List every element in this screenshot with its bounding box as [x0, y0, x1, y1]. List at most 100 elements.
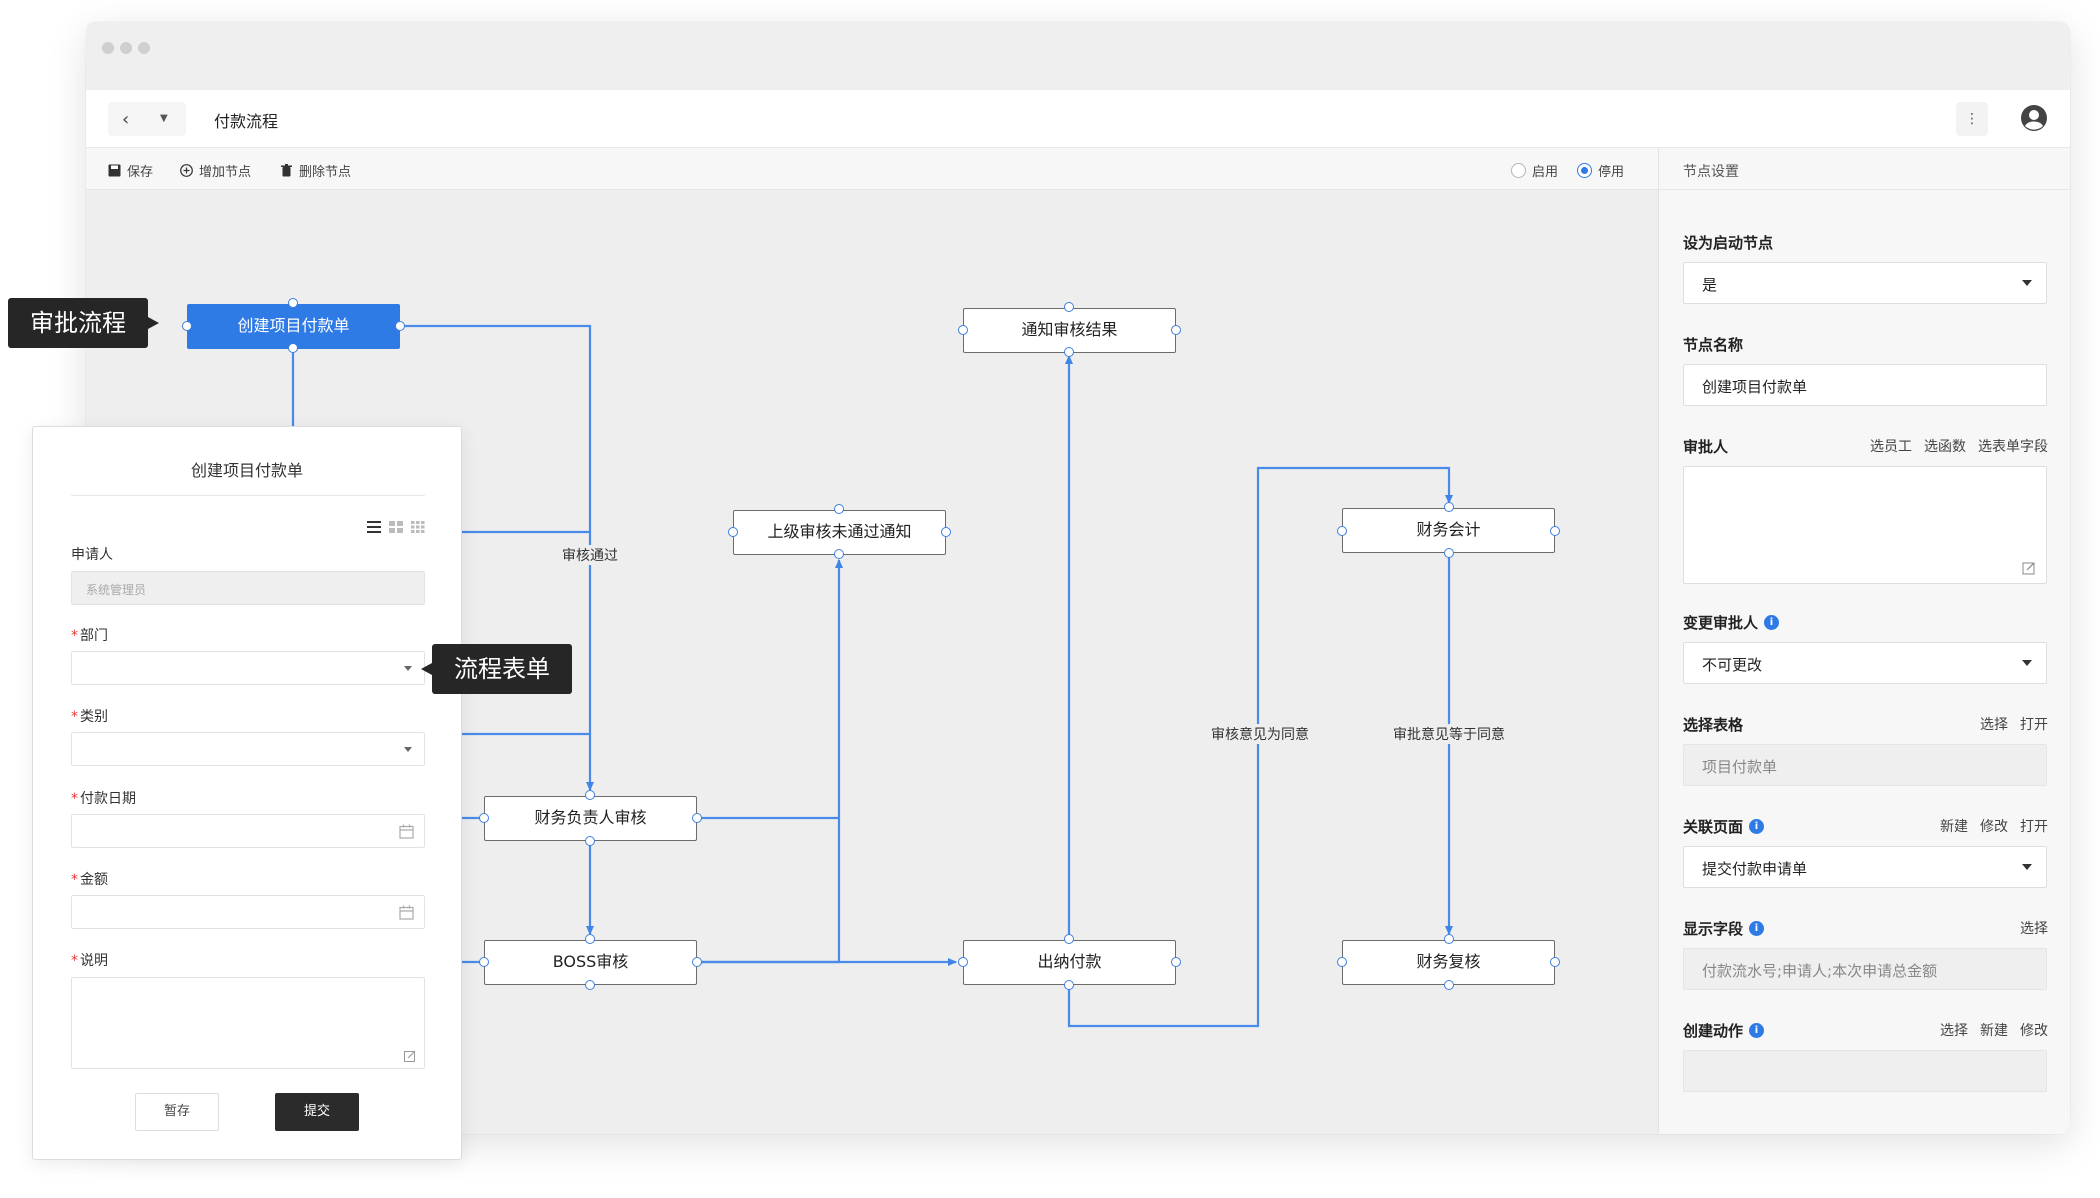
related-page-new-link[interactable]: 新建: [1940, 819, 1968, 835]
select-table-field[interactable]: 项目付款单: [1683, 744, 2047, 786]
port[interactable]: [1444, 980, 1454, 990]
select-table-choose-link[interactable]: 选择: [1980, 717, 2008, 733]
port[interactable]: [1444, 548, 1454, 558]
chevron-down-icon: [2022, 864, 2032, 870]
port[interactable]: [479, 813, 489, 823]
approver-links: 选员工 选函数 选表单字段: [1870, 436, 2048, 456]
grid-view-icon[interactable]: [389, 521, 403, 533]
related-page-edit-link[interactable]: 修改: [1980, 819, 2008, 835]
port[interactable]: [1550, 957, 1560, 967]
window-close-dot[interactable]: [102, 42, 114, 54]
enable-radio[interactable]: 启用: [1511, 161, 1558, 180]
port[interactable]: [692, 813, 702, 823]
port[interactable]: [958, 957, 968, 967]
port[interactable]: [1171, 957, 1181, 967]
calendar-icon[interactable]: [399, 824, 414, 839]
flow-node-recheck[interactable]: 财务复核: [1342, 940, 1555, 985]
add-node-label: 增加节点: [199, 165, 252, 180]
create-action-new-link[interactable]: 新建: [1980, 1023, 2008, 1039]
node-settings-panel: 节点设置 设为启动节点 是 节点名称 创建项目付款单 审批人 选员工 选函数 选…: [1658, 148, 2070, 1134]
flow-node-notify-result[interactable]: 通知审核结果: [963, 308, 1176, 353]
port[interactable]: [958, 325, 968, 335]
amount-input[interactable]: [71, 895, 425, 929]
port[interactable]: [1064, 934, 1074, 944]
port[interactable]: [941, 527, 951, 537]
port[interactable]: [1550, 526, 1560, 536]
delete-node-button[interactable]: 删除节点: [280, 161, 351, 180]
info-icon[interactable]: i: [1749, 819, 1765, 834]
change-approver-select[interactable]: 不可更改: [1683, 642, 2047, 684]
create-action-choose-link[interactable]: 选择: [1940, 1023, 1968, 1039]
app-header: ‹ ▼ 付款流程 ⋮: [86, 90, 2070, 148]
create-action-edit-link[interactable]: 修改: [2020, 1023, 2048, 1039]
port[interactable]: [182, 321, 192, 331]
remark-textarea[interactable]: [71, 977, 425, 1069]
window-minimize-dot[interactable]: [120, 42, 132, 54]
port[interactable]: [834, 504, 844, 514]
calendar-icon[interactable]: [399, 905, 414, 920]
category-select[interactable]: [71, 732, 425, 766]
window-zoom-dot[interactable]: [138, 42, 150, 54]
port[interactable]: [728, 527, 738, 537]
save-draft-button[interactable]: 暂存: [135, 1093, 219, 1131]
list-view-icon[interactable]: [367, 521, 381, 533]
more-icon[interactable]: ⋮: [1956, 102, 1988, 136]
edit-icon[interactable]: [404, 1050, 416, 1062]
dropdown-icon[interactable]: ▼: [160, 113, 168, 124]
flow-node-boss[interactable]: BOSS审核: [484, 940, 697, 985]
display-fields-links: 选择: [2020, 918, 2048, 938]
pay-date-input[interactable]: [71, 814, 425, 848]
start-node-select[interactable]: 是: [1683, 262, 2047, 304]
select-form-field-link[interactable]: 选表单字段: [1978, 439, 2048, 455]
edit-icon[interactable]: [2022, 561, 2036, 575]
port[interactable]: [288, 343, 298, 353]
port[interactable]: [585, 790, 595, 800]
port[interactable]: [288, 298, 298, 308]
port[interactable]: [692, 957, 702, 967]
port[interactable]: [1337, 957, 1347, 967]
related-page-select[interactable]: 提交付款申请单: [1683, 846, 2047, 888]
flow-node-accountant[interactable]: 财务会计: [1342, 508, 1555, 553]
port[interactable]: [479, 957, 489, 967]
user-icon[interactable]: [2020, 104, 2048, 132]
panel-header: 节点设置: [1659, 148, 2070, 190]
flow-node-cashier[interactable]: 出纳付款: [963, 940, 1176, 985]
add-node-button[interactable]: 增加节点: [180, 161, 251, 180]
flow-node-finance-head[interactable]: 财务负责人审核: [484, 796, 697, 841]
submit-button[interactable]: 提交: [275, 1093, 359, 1131]
port[interactable]: [395, 321, 405, 331]
port[interactable]: [585, 836, 595, 846]
info-icon[interactable]: i: [1764, 615, 1780, 630]
select-function-link[interactable]: 选函数: [1924, 439, 1966, 455]
grid-view-icon[interactable]: [411, 521, 425, 533]
port[interactable]: [1064, 347, 1074, 357]
create-action-field[interactable]: [1683, 1050, 2047, 1092]
flow-node-cashier-label: 出纳付款: [1037, 952, 1102, 971]
flow-node-superior-reject[interactable]: 上级审核未通过通知: [733, 510, 946, 555]
approver-textarea[interactable]: [1683, 466, 2047, 584]
port[interactable]: [1064, 302, 1074, 312]
port[interactable]: [1064, 980, 1074, 990]
port[interactable]: [834, 549, 844, 559]
select-table-open-link[interactable]: 打开: [2020, 717, 2048, 733]
port[interactable]: [585, 980, 595, 990]
callout-approval-flow-text: 审批流程: [30, 309, 126, 337]
display-fields-choose-link[interactable]: 选择: [2020, 921, 2048, 937]
department-select[interactable]: [71, 651, 425, 685]
port[interactable]: [1444, 934, 1454, 944]
select-employee-link[interactable]: 选员工: [1870, 439, 1912, 455]
disable-radio[interactable]: 停用: [1577, 161, 1624, 180]
info-icon[interactable]: i: [1749, 1023, 1765, 1038]
display-fields-field[interactable]: 付款流水号;申请人;本次申请总金额: [1683, 948, 2047, 990]
save-button[interactable]: 保存: [108, 161, 153, 180]
port[interactable]: [1337, 526, 1347, 536]
port[interactable]: [1171, 325, 1181, 335]
related-page-open-link[interactable]: 打开: [2020, 819, 2048, 835]
port[interactable]: [1444, 502, 1454, 512]
port[interactable]: [585, 934, 595, 944]
back-icon[interactable]: ‹: [122, 109, 130, 130]
info-icon[interactable]: i: [1749, 921, 1765, 936]
form-preview-card: 创建项目付款单 申请人 系统管理员 *部门 *类别 *付款日期 *金额 *说明: [32, 426, 462, 1160]
node-name-input[interactable]: 创建项目付款单: [1683, 364, 2047, 406]
chevron-down-icon: [404, 747, 412, 752]
